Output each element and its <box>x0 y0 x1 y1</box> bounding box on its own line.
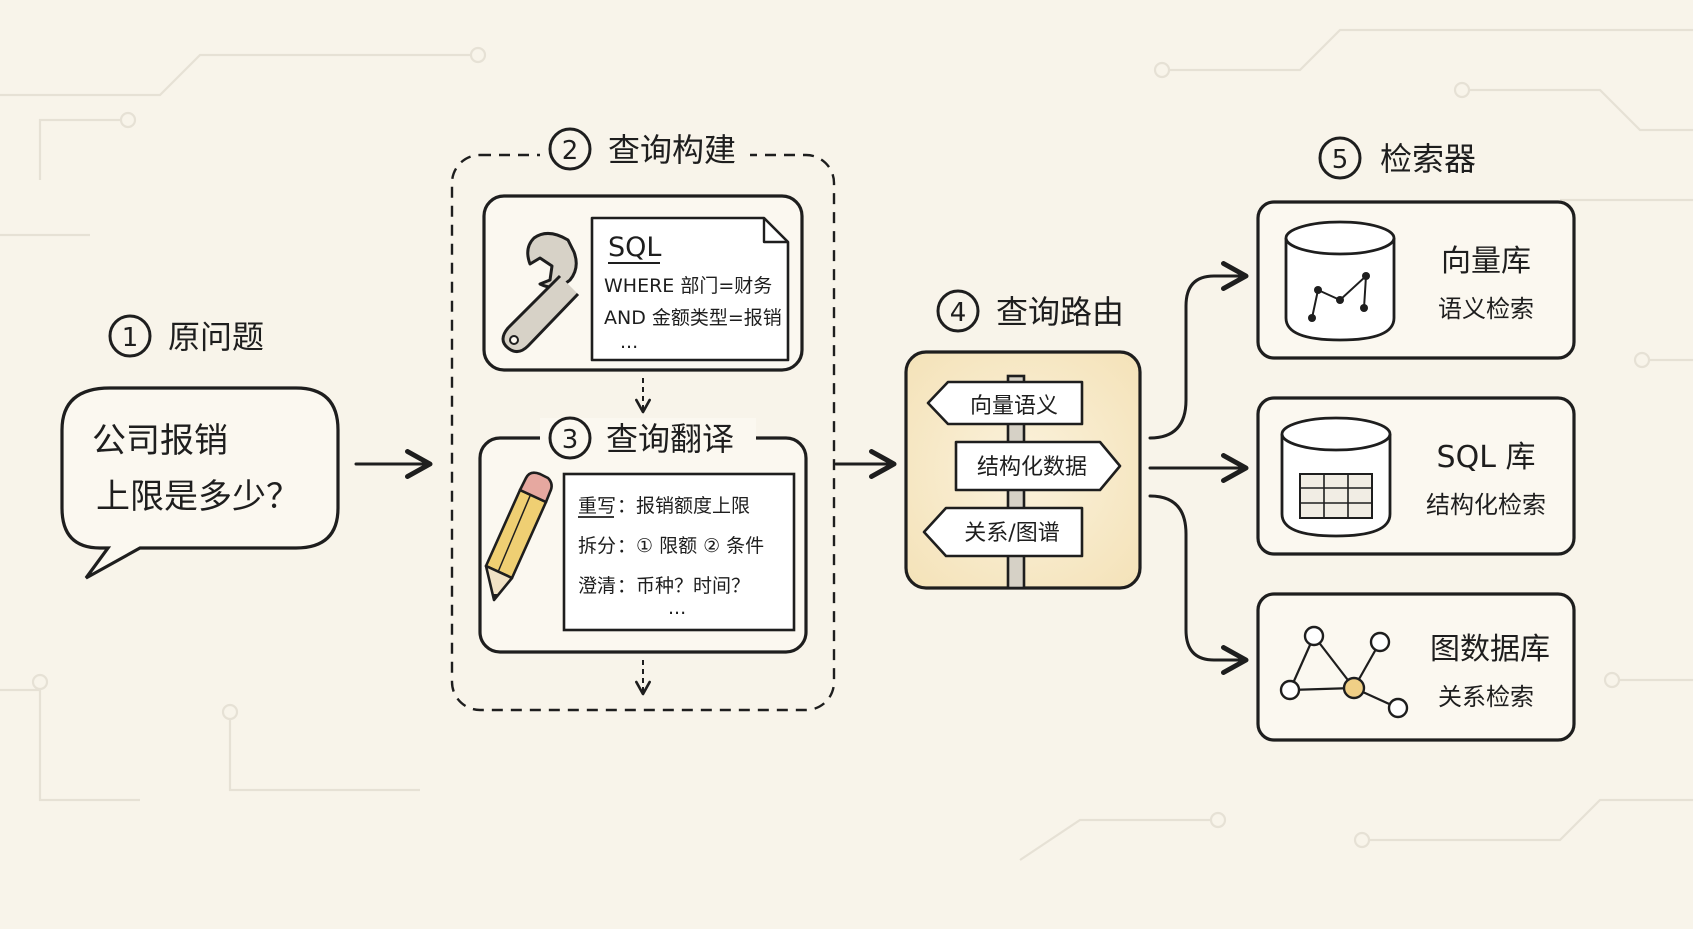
step3-number: 3 <box>562 425 579 455</box>
step4-header: 4 查询路由 <box>936 289 1124 333</box>
step2-number-circle <box>548 127 592 171</box>
step4-number: 4 <box>950 298 967 328</box>
wrench-icon <box>501 232 580 353</box>
query-construction-card: SQL WHERE 部门=财务 AND 金额类型=报销 ... <box>482 194 804 372</box>
step2-number: 2 <box>562 136 579 166</box>
sql-line1: WHERE 部门=财务 <box>604 275 772 297</box>
step1-title: 原问题 <box>168 318 264 356</box>
background-circuit <box>0 28 1693 861</box>
step2-header: 2 查询构建 <box>540 125 750 175</box>
question-line1: 公司报销 <box>92 421 228 461</box>
step1-header: 1 原问题 <box>108 314 264 358</box>
sql-document: SQL WHERE 部门=财务 AND 金额类型=报销 ... <box>590 216 790 362</box>
sql-heading: SQL <box>608 232 661 263</box>
step5-header: 5 检索器 <box>1318 136 1476 180</box>
step3-title: 查询翻译 <box>606 420 734 458</box>
pencil-icon <box>484 471 553 602</box>
question-bubble: 公司报销 上限是多少？ <box>60 386 340 580</box>
step4-title: 查询路由 <box>996 293 1124 331</box>
step1-number-circle <box>108 314 152 358</box>
question-line2: 上限是多少？ <box>96 477 300 517</box>
sign-left-1 <box>926 380 1084 426</box>
sql-line3: ... <box>620 331 638 353</box>
clarify-value: ：币种？时间？ <box>617 575 750 597</box>
step5-number: 5 <box>1332 145 1349 175</box>
step3-number-circle <box>548 416 592 460</box>
sql-store-subtitle: 结构化检索 <box>1426 491 1546 519</box>
routing-signpost-card: 向量语义 结构化数据 关系/图谱 <box>904 350 1142 590</box>
query-translation-card: 3 查询翻译 重写 ：报销额度上限 拆分 ：① 限额 ② 条件 澄清 ：币种？时… <box>478 416 808 654</box>
arrow-4-to-graph <box>1148 494 1249 675</box>
graph-network-icon <box>1279 625 1409 719</box>
step5-number-circle <box>1318 136 1362 180</box>
graph-db-subtitle: 关系检索 <box>1438 683 1534 711</box>
sql-database-icon <box>1280 416 1392 538</box>
split-label: 拆分 <box>578 535 616 557</box>
sign-left-2 <box>922 506 1084 558</box>
rewrite-value: ：报销额度上限 <box>617 495 750 517</box>
clarify-label: 澄清 <box>578 575 616 597</box>
vector-store-subtitle: 语义检索 <box>1438 295 1534 323</box>
retriever-graph-db: 图数据库 关系检索 <box>1256 592 1576 742</box>
sign1-label: 向量语义 <box>970 394 1058 419</box>
step2-title: 查询构建 <box>608 131 736 169</box>
step4-number-circle <box>936 289 980 333</box>
split-value: ：① 限额 ② 条件 <box>617 535 764 557</box>
vector-database-icon <box>1284 220 1396 342</box>
retriever-vector-store: 向量库 语义检索 <box>1256 200 1576 360</box>
sign3-label: 关系/图谱 <box>964 521 1059 546</box>
translation-more: ... <box>668 597 686 619</box>
retriever-sql-store: SQL 库 结构化检索 <box>1256 396 1576 556</box>
graph-db-title: 图数据库 <box>1430 632 1550 667</box>
rewrite-label: 重写 <box>578 495 616 517</box>
vector-store-title: 向量库 <box>1441 244 1531 279</box>
arrow-4-to-vector <box>1148 261 1249 440</box>
sign-right <box>954 440 1122 492</box>
sql-line2: AND 金额类型=报销 <box>604 307 782 329</box>
step5-title: 检索器 <box>1380 140 1476 178</box>
translation-document: 重写 ：报销额度上限 拆分 ：① 限额 ② 条件 澄清 ：币种？时间？ ... <box>562 472 796 632</box>
step1-number: 1 <box>122 323 139 353</box>
sql-store-title: SQL 库 <box>1437 440 1536 475</box>
sign2-label: 结构化数据 <box>977 455 1087 480</box>
